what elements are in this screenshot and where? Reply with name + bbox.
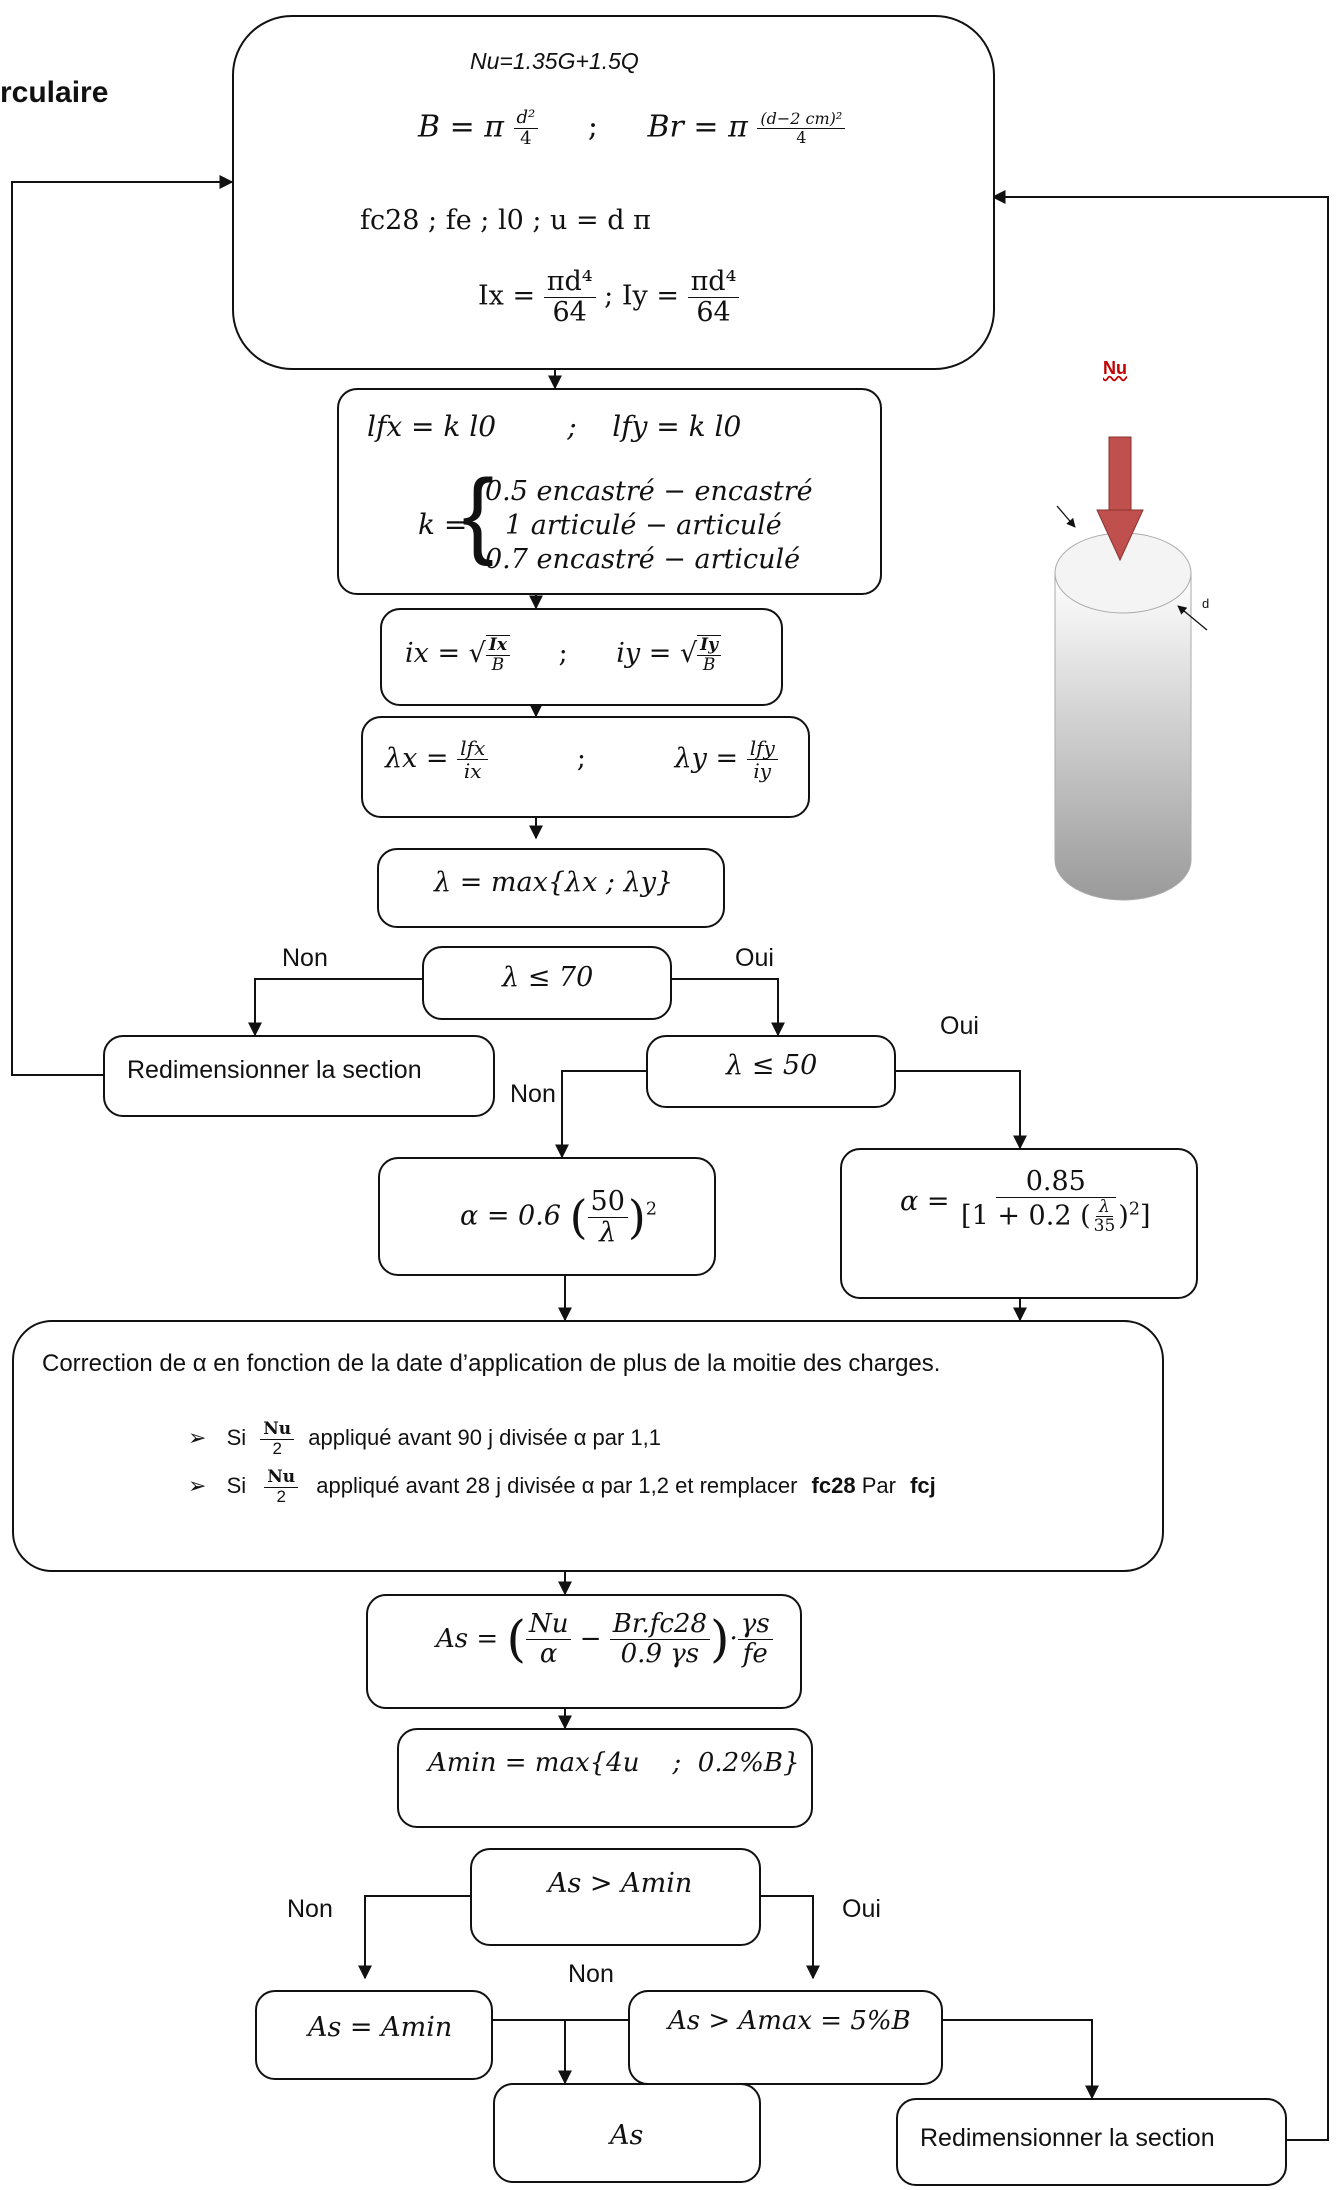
connector [943, 2019, 1099, 2100]
amin-box [397, 1728, 813, 1828]
connector [672, 978, 785, 1037]
material-params: fc28 ; fe ; l0 ; u = d π [360, 205, 651, 236]
check-as-amax [628, 1990, 943, 2085]
as-formula-box [366, 1594, 802, 1709]
connector [358, 1895, 470, 1980]
check-amin-yes-label: Oui [842, 1895, 881, 1923]
connector [991, 190, 1329, 2141]
as-equals-amin-box [255, 1990, 493, 2080]
check-50-yes-label: Oui [940, 1012, 979, 1040]
radius-of-gyration-box [380, 608, 783, 706]
connector [856, 1070, 1027, 1150]
as-equals-amin-text: As = Amin [308, 2012, 453, 2043]
k-label: k = [418, 508, 468, 541]
k-case-3: 0.7 encastré − articulé [485, 544, 801, 575]
load-arrow-head [1096, 509, 1144, 562]
column-illustration [1054, 436, 1208, 901]
diameter-label: d [1202, 596, 1210, 611]
resize-section-right-text: Redimensionner la section [920, 2124, 1215, 2152]
as-result-box [493, 2083, 761, 2183]
alpha-correction-box [12, 1320, 1164, 1572]
check-as-amin-text: As > Amin [548, 1868, 693, 1899]
check-lambda-50 [646, 1035, 896, 1108]
load-label: Nu [1103, 358, 1127, 378]
resize-section-left-text: Redimensionner la section [127, 1056, 422, 1084]
input-parameters-box [232, 15, 995, 370]
resize-section-right [896, 2098, 1287, 2186]
as-result-text: As [610, 2120, 644, 2151]
alpha-large-lambda-box [378, 1157, 716, 1276]
check-lambda-70 [422, 946, 672, 1020]
nu-formula: Nu=1.35G+1.5Q [470, 48, 639, 74]
connector [248, 978, 422, 1037]
slenderness-box [361, 716, 810, 818]
connector [11, 175, 234, 1076]
lambda-max-box [377, 848, 725, 928]
buckling-length-formula: lfx = k l0 ; lfy = k l0 [367, 410, 742, 443]
connector [761, 1895, 820, 1980]
correction-intro: Correction de α en fonction de la date d… [42, 1350, 941, 1377]
load-arrow-shaft [1108, 436, 1132, 511]
check-amax-no-label: Non [568, 1960, 614, 1988]
check-70-no-label: Non [282, 944, 328, 972]
check-as-amax-text: As > Amax = 5%B [668, 2006, 911, 2036]
resize-section-left [103, 1035, 495, 1117]
check-amin-no-label: Non [287, 1895, 333, 1923]
lambda-max-formula: λ = max{λx ; λy} [434, 867, 674, 898]
check-70-yes-label: Oui [735, 944, 774, 972]
buckling-length-box [337, 388, 882, 595]
alpha-small-lambda-box [840, 1148, 1198, 1299]
k-brace: { [462, 460, 495, 567]
check-as-amin [470, 1848, 761, 1946]
k-case-1: 0.5 encastré − encastré [485, 476, 813, 507]
check-lambda-70-text: λ ≤ 70 [502, 962, 594, 993]
section-title: rculaire [0, 76, 109, 109]
k-case-2: 1 articulé − articulé [505, 510, 782, 541]
check-lambda-50-text: λ ≤ 50 [726, 1050, 818, 1081]
connector [555, 1070, 646, 1159]
check-50-no-label: Non [510, 1080, 556, 1108]
amin-formula: Amin = max{4u ; 0.2%B} [428, 1748, 800, 1778]
